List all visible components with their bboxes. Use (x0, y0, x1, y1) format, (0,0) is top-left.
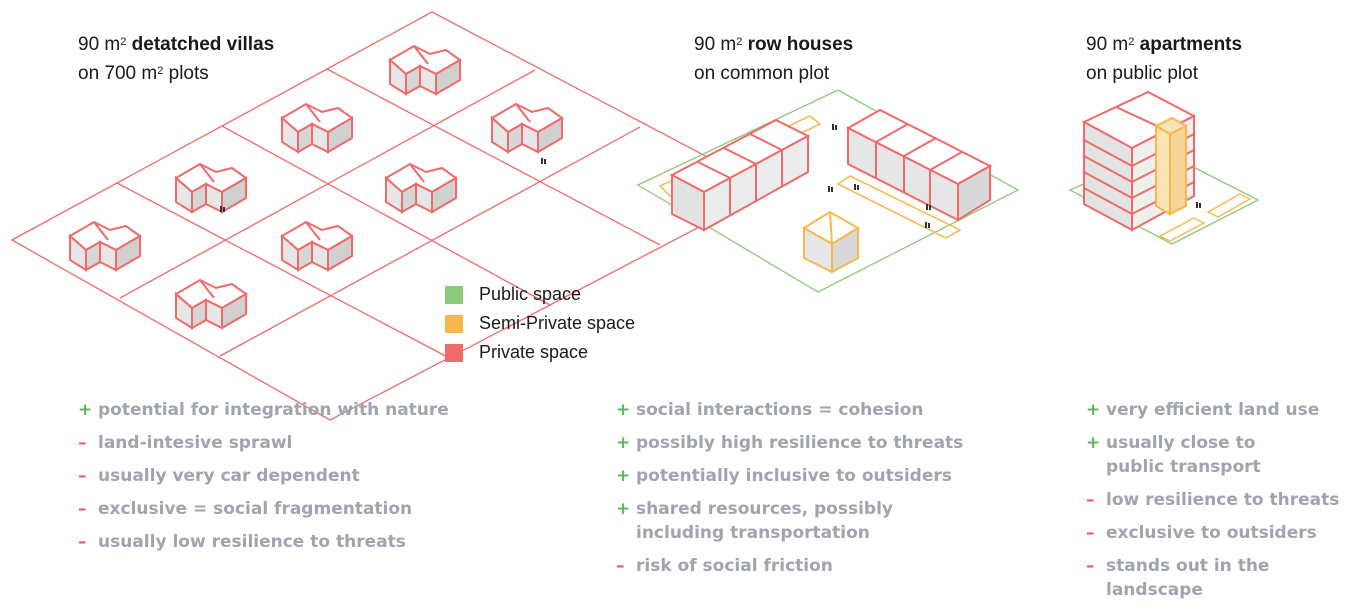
legend: Public space Semi-Private space Private … (445, 280, 635, 367)
list-text: social interactions = cohesion (636, 400, 924, 420)
list-item: –usually very car dependent (78, 464, 498, 488)
legend-private-label: Private space (479, 342, 589, 362)
list-sign: – (78, 499, 87, 519)
villas-title: 90 m2 detatched villas on 700 m2 plots (78, 34, 275, 84)
apartments-title: 90 m2 apartments on public plot (1086, 34, 1243, 84)
villa-plot-grid (10, 11, 772, 421)
list-sign: + (616, 433, 631, 453)
legend-public-swatch (445, 285, 463, 304)
list-item: +usually close to public transport (1086, 431, 1306, 479)
apartments-title-bold: apartments (1139, 34, 1243, 55)
list-item: +shared resources, possibly including tr… (616, 497, 956, 545)
list-text: potentially inclusive to outsiders (636, 466, 952, 486)
list-text: stands out in the landscape (1106, 556, 1270, 600)
list-item: –stands out in the landscape (1086, 554, 1306, 602)
list-sign: – (1086, 556, 1095, 576)
villas-list: +potential for integration with nature –… (78, 398, 498, 563)
row-houses-title: 90 m2 row houses on common plot (694, 34, 854, 84)
list-text: exclusive = social fragmentation (98, 499, 413, 519)
legend-private: Private space (445, 338, 635, 367)
list-sign: – (78, 433, 87, 453)
list-item: –usually low resilience to threats (78, 530, 498, 554)
list-item: –exclusive to outsiders (1086, 521, 1348, 545)
row-houses-diagram (636, 89, 1020, 293)
list-text: shared resources, possibly including tra… (636, 499, 893, 543)
list-text: exclusive to outsiders (1106, 523, 1317, 543)
legend-public: Public space (445, 280, 635, 309)
list-text: risk of social friction (636, 556, 833, 576)
list-text: usually close to public transport (1106, 433, 1261, 477)
list-sign: + (1086, 433, 1101, 453)
list-sign: + (616, 499, 631, 519)
villas-title-bold: detatched villas (131, 34, 275, 55)
list-item: +social interactions = cohesion (616, 398, 1026, 422)
list-sign: – (1086, 523, 1095, 543)
row-houses-title-bold: row houses (747, 34, 854, 55)
legend-semi-private-label: Semi-Private space (479, 313, 636, 333)
list-item: –low resilience to threats (1086, 488, 1348, 512)
list-text: potential for integration with nature (98, 400, 449, 420)
list-text: land-intesive sprawl (98, 433, 293, 453)
list-sign: – (616, 556, 625, 576)
apartments-diagram (1068, 90, 1260, 245)
list-sign: – (1086, 490, 1095, 510)
list-text: very efficient land use (1106, 400, 1320, 420)
list-item: +very efficient land use (1086, 398, 1348, 422)
list-sign: + (616, 466, 631, 486)
list-item: +potentially inclusive to outsiders (616, 464, 1026, 488)
list-sign: + (1086, 400, 1101, 420)
apartments-list: +very efficient land use +usually close … (1086, 398, 1348, 611)
legend-semi-private-swatch (445, 314, 463, 333)
list-text: usually low resilience to threats (98, 532, 406, 552)
list-item: +possibly high resilience to threats (616, 431, 1026, 455)
list-sign: + (78, 400, 93, 420)
list-item: –exclusive = social fragmentation (78, 497, 498, 521)
legend-private-swatch (445, 343, 463, 362)
list-text: possibly high resilience to threats (636, 433, 964, 453)
list-text: low resilience to threats (1106, 490, 1340, 510)
list-sign: + (616, 400, 631, 420)
legend-semi-private: Semi-Private space (445, 309, 635, 338)
list-text: usually very car dependent (98, 466, 360, 486)
list-sign: – (78, 532, 87, 552)
legend-public-label: Public space (479, 284, 582, 304)
list-sign: – (78, 466, 87, 486)
list-item: +potential for integration with nature (78, 398, 498, 422)
list-item: –risk of social friction (616, 554, 1026, 578)
list-item: –land-intesive sprawl (78, 431, 498, 455)
row-houses-list: +social interactions = cohesion +possibl… (616, 398, 1026, 587)
